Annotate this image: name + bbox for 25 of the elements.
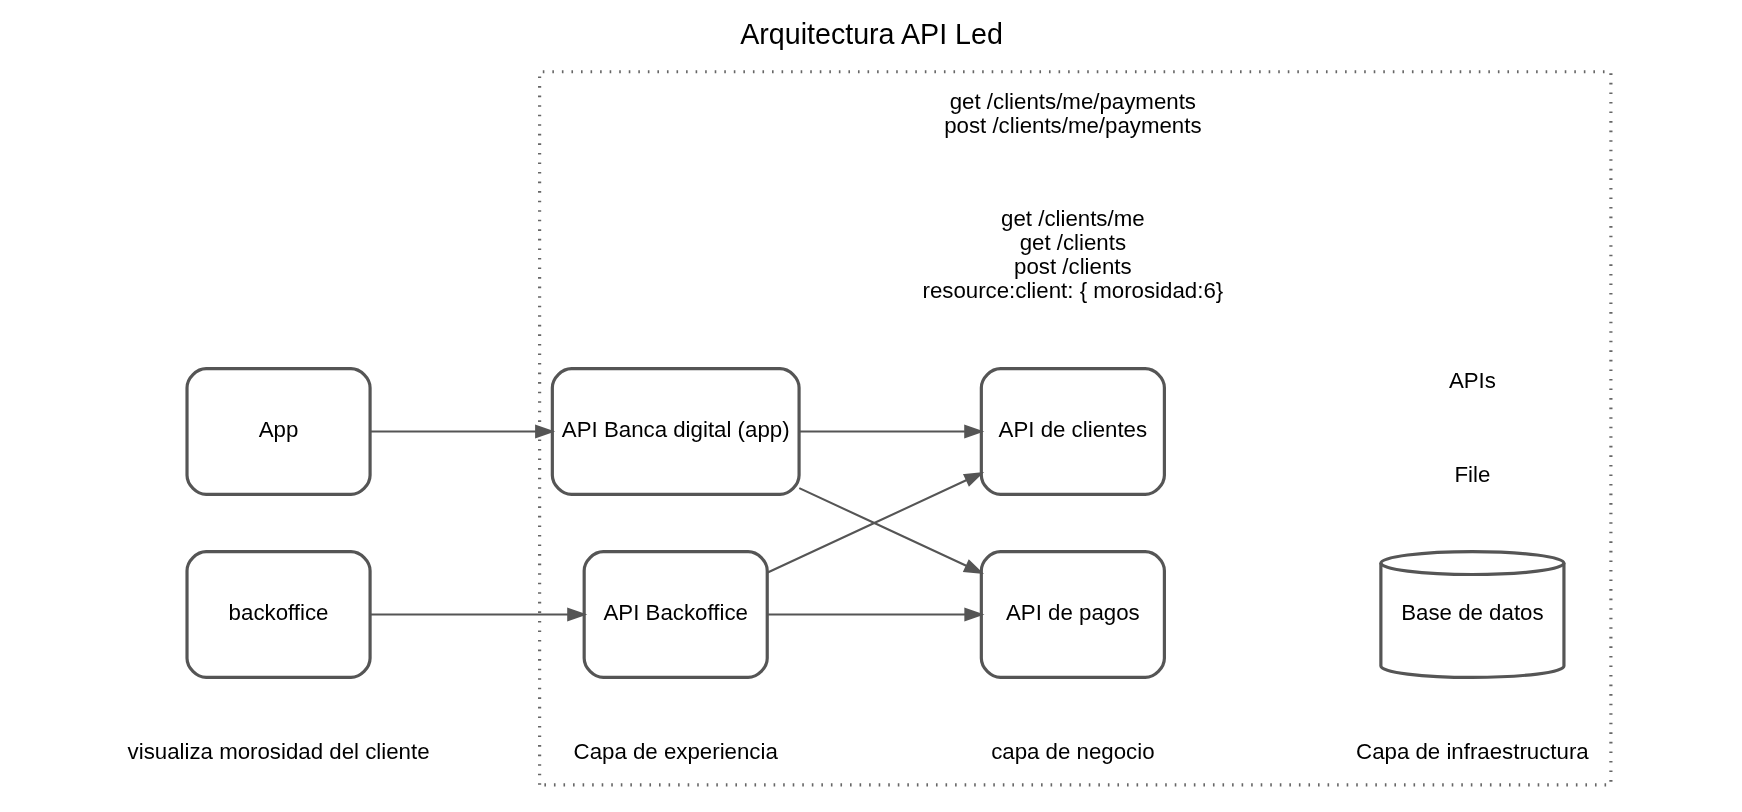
label: capa de negocio: [990, 738, 1155, 764]
node-label: get /clients/me/payments: [949, 88, 1196, 114]
diagram-title: Arquitectura API Led: [739, 17, 1003, 50]
node-label: visualiza morosidad del cliente: [127, 738, 430, 764]
node-box: API Backoffice: [582, 550, 769, 679]
node-box: API de pagos: [979, 550, 1166, 679]
node-label: get /clients/me: [1000, 206, 1145, 232]
node-box: API de clientes: [979, 367, 1166, 496]
arrow: [370, 424, 555, 439]
node-label: get /clients: [1019, 230, 1126, 256]
label: File: [1453, 461, 1490, 487]
node-box: backoffice: [184, 550, 372, 679]
node-box: API Banca digital (app): [550, 367, 801, 496]
arrow: [767, 607, 984, 622]
label: APIs: [1448, 368, 1496, 394]
arrow: [370, 607, 587, 622]
cluster: [537, 70, 1612, 787]
arrow: [798, 424, 984, 439]
arrow: [798, 487, 984, 574]
label: Capa de infraestructura: [1355, 738, 1589, 764]
node-label: resource:client: { morosidad:6}: [921, 278, 1223, 304]
node-label: post /clients: [1013, 254, 1132, 280]
node-box: App: [184, 367, 372, 496]
label: Capa de experiencia: [573, 738, 778, 764]
arrow: [766, 471, 984, 574]
